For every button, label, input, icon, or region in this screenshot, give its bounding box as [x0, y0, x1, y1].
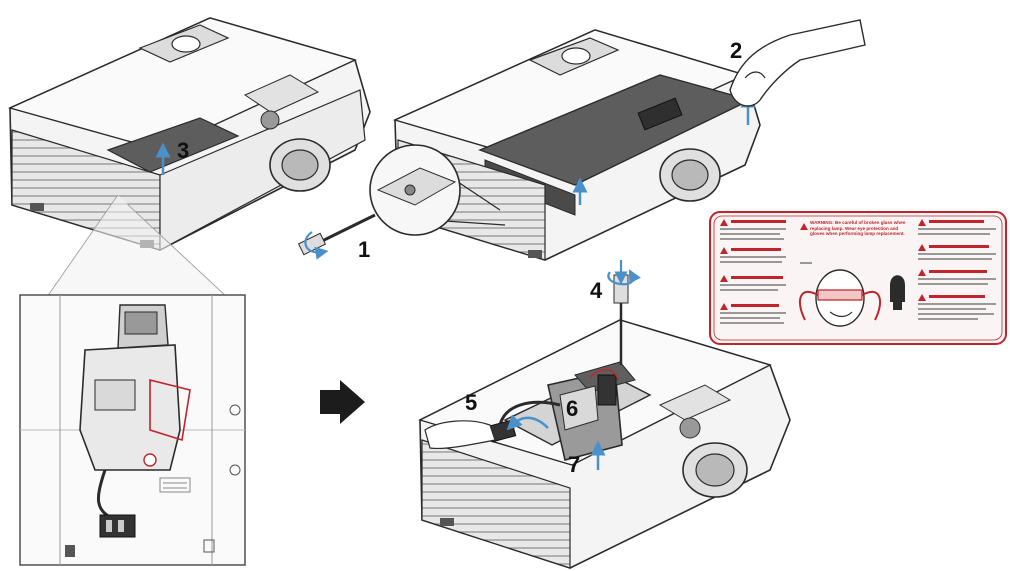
step-3-label: 3: [177, 138, 189, 163]
warning-label: WARNING: Be careful of broken glass when…: [710, 212, 1006, 344]
step-2-label: 2: [730, 38, 742, 63]
corner-mark-icon: [65, 545, 75, 557]
step-5-label: 5: [465, 390, 477, 415]
projector-top-center: [395, 30, 760, 260]
warning-headline-text: WARNING: Be careful of broken glass when…: [810, 220, 910, 237]
step-4-label: 4: [590, 278, 603, 303]
lamp-detail-panel: [20, 295, 245, 565]
step-6-label: 6: [566, 396, 578, 421]
step-7-label: 7: [568, 452, 580, 477]
warning-headline: WARNING: Be careful of broken glass when…: [800, 220, 910, 254]
projector-bottom-center: [420, 320, 790, 568]
step-1-label: 1: [358, 237, 370, 262]
direction-arrow-icon: [320, 380, 365, 424]
screwdriver-icon: 1: [299, 215, 375, 262]
hand-icon: 2: [730, 20, 865, 106]
power-connector-icon: [100, 515, 135, 537]
projector-top-left: 3: [10, 18, 370, 250]
